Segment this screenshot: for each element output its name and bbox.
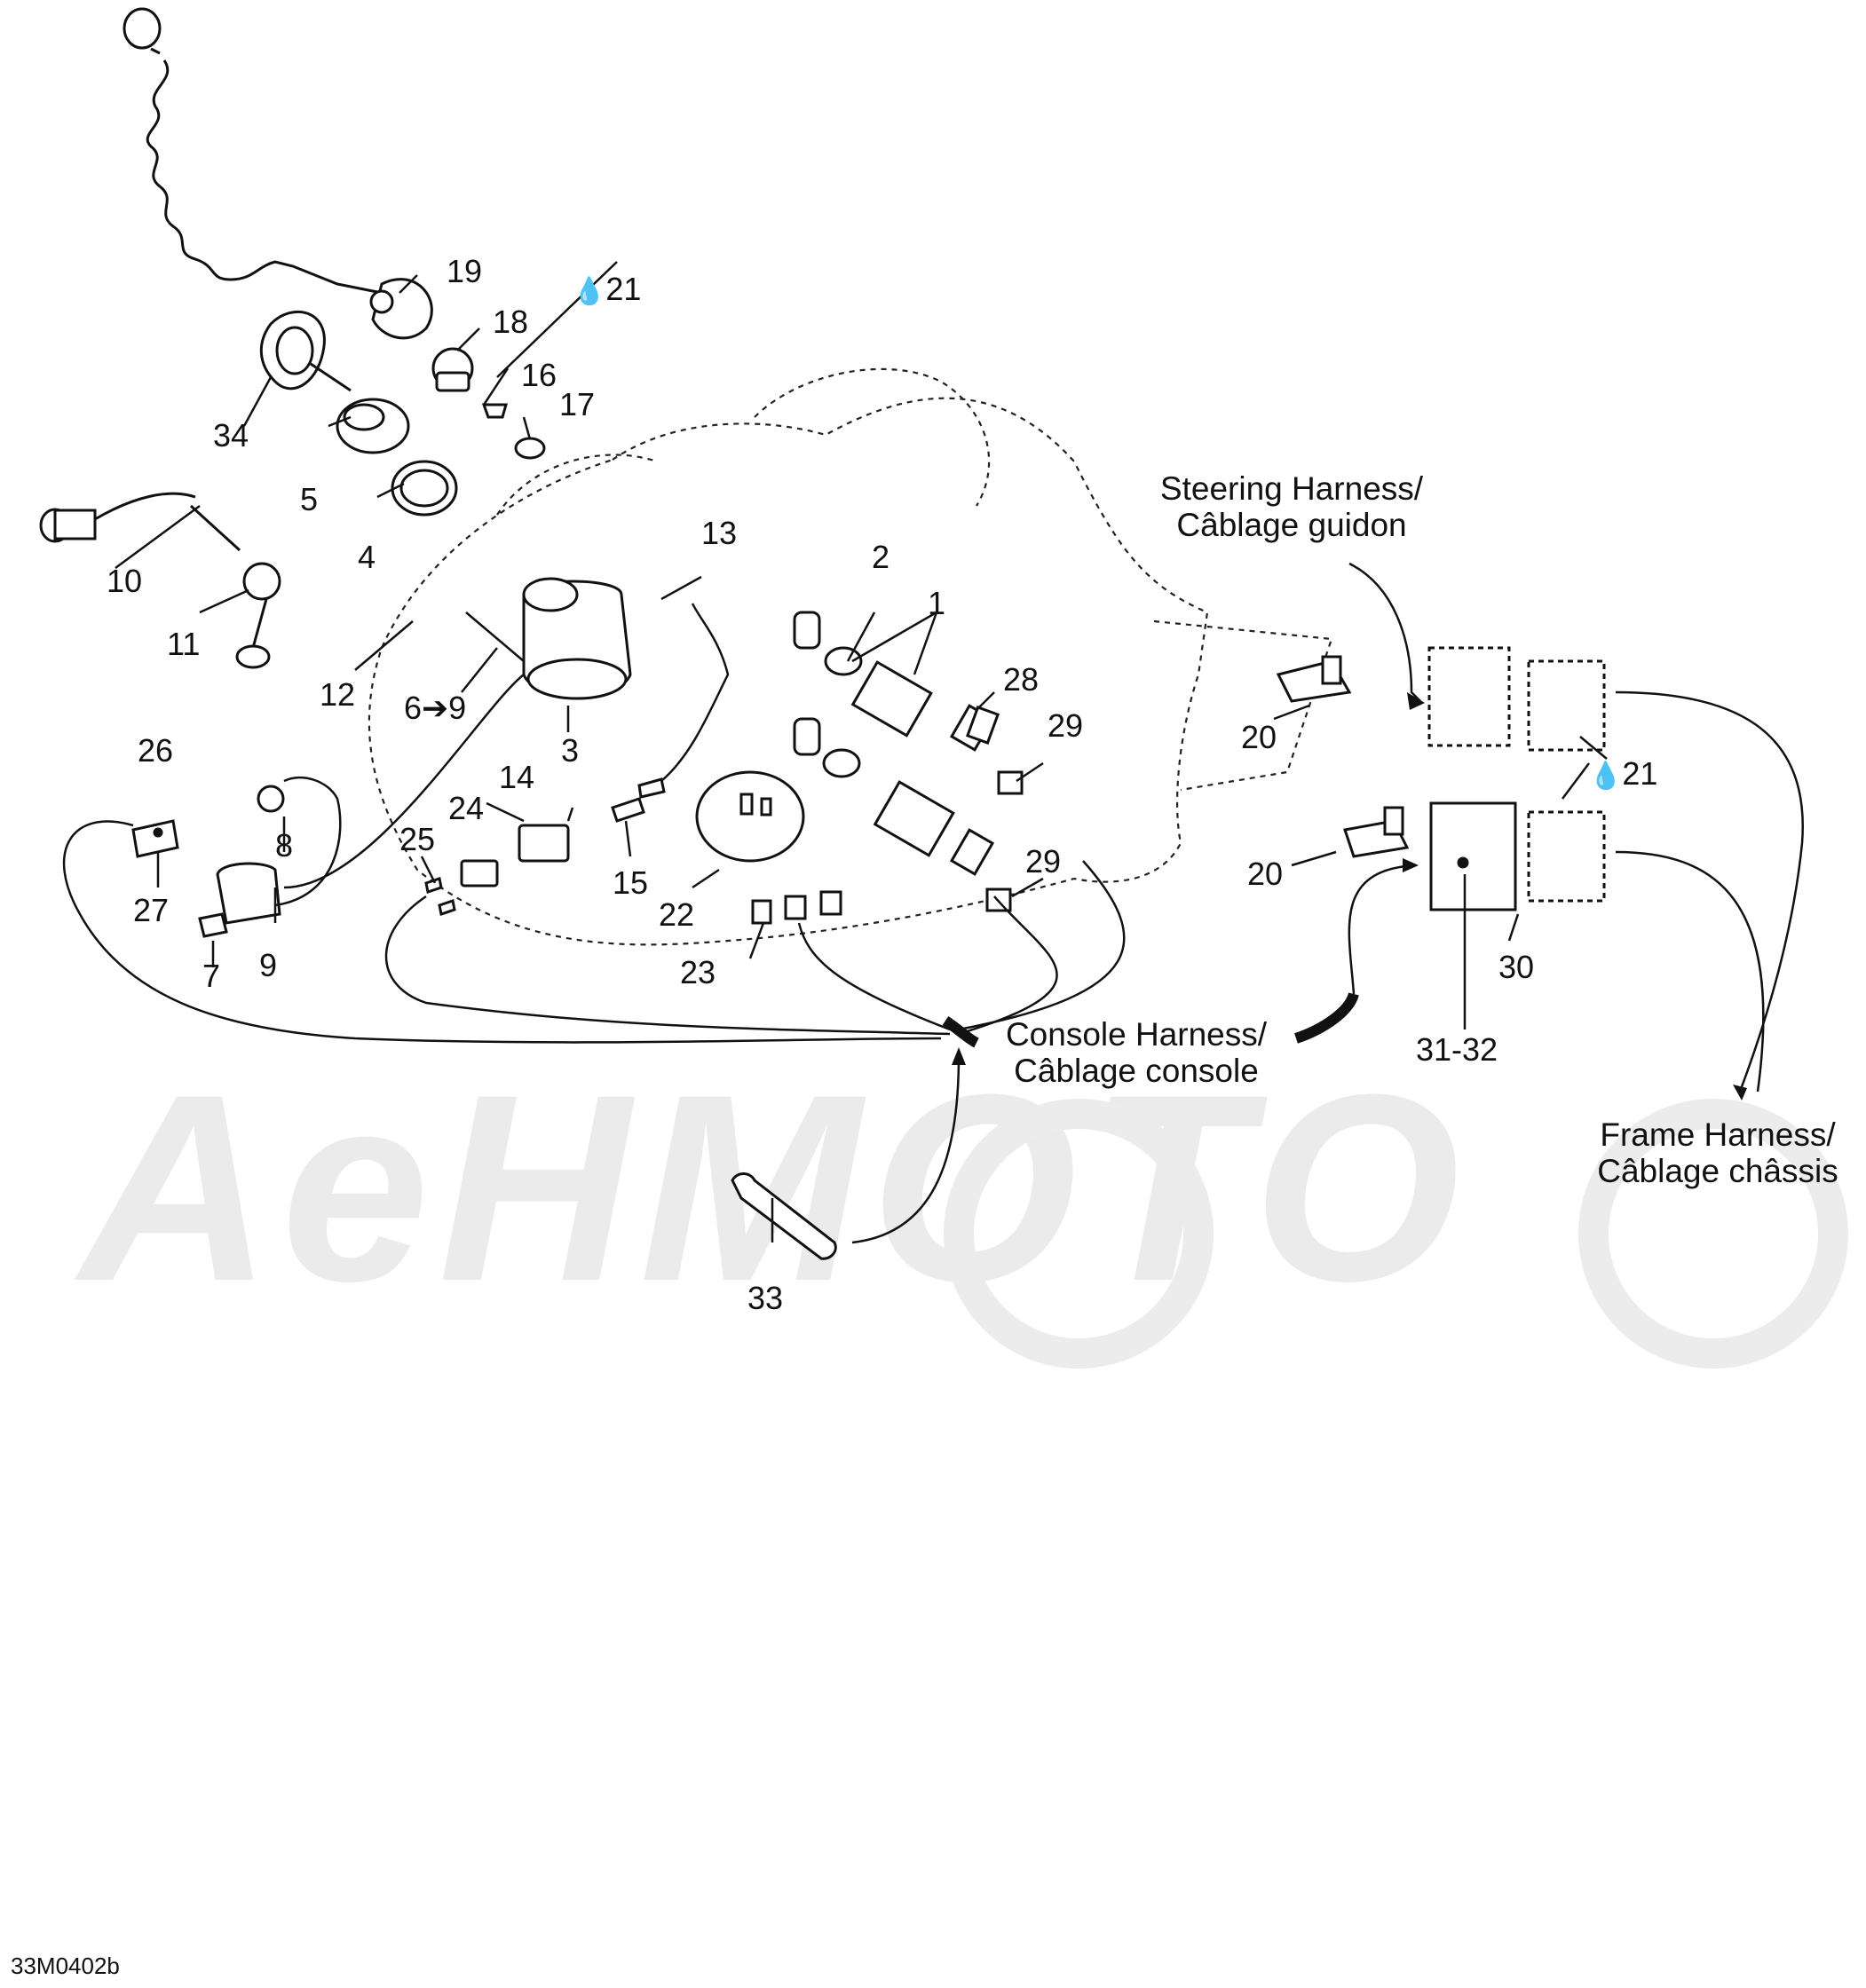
callout-29-upper: 29 [1048, 707, 1084, 744]
callout-24: 24 [448, 790, 485, 826]
direction-arrows [851, 562, 1421, 1244]
steering-harness-line2: Câblage guidon [1176, 507, 1407, 544]
part-1-2-switches [793, 611, 995, 876]
callout-34: 34 [213, 417, 249, 454]
callout-19: 19 [447, 253, 483, 289]
callout-3: 3 [561, 732, 580, 769]
part-16-17-screw-washer [481, 403, 546, 460]
callout-21-upper-number: 21 [605, 271, 642, 307]
frame-harness-line1: Frame Harness/ [1600, 1116, 1836, 1153]
part-10-11-connector-cable [39, 492, 281, 669]
callout-7: 7 [202, 958, 221, 994]
callout-14: 14 [499, 759, 535, 795]
oil-drop-icon: 💧 [573, 277, 606, 306]
callout-25: 25 [399, 821, 436, 857]
part-20-brackets [1276, 655, 1410, 858]
callout-28: 28 [1003, 661, 1040, 698]
part-23-terminals [751, 890, 842, 925]
callout-12: 12 [320, 676, 356, 713]
callout-30: 30 [1498, 949, 1535, 985]
callout-16: 16 [521, 357, 557, 393]
callout-15: 15 [613, 864, 649, 901]
console-to-frame-link [1294, 991, 1359, 1044]
callout-5: 5 [300, 481, 319, 517]
part-7-8-9-26-27 [131, 785, 285, 938]
part-3-key-switch [522, 577, 632, 700]
callout-31-32: 31-32 [1416, 1031, 1498, 1068]
callout-27: 27 [133, 892, 170, 928]
callout-21-upper: 💧21 [573, 273, 641, 305]
figure-code: 33M0402b [11, 1952, 120, 1979]
callout-13: 13 [701, 515, 738, 551]
callout-21-lower: 💧21 [1589, 758, 1657, 790]
arrowheads [952, 692, 1747, 1100]
part-5-nut [336, 398, 410, 454]
callout-2: 2 [872, 539, 890, 575]
console-harness-line1: Console Harness/ [1005, 1016, 1268, 1053]
part-14-15-24-25-connectors [424, 777, 666, 916]
callout-4: 4 [358, 539, 376, 575]
part-4-ring [391, 460, 458, 517]
callout-17: 17 [559, 386, 596, 422]
watermark: AeHMOTO [80, 1038, 1469, 1337]
part-34-bezel [259, 310, 352, 392]
callout-26: 26 [138, 732, 174, 769]
callout-18: 18 [493, 304, 529, 340]
harness-wires [62, 603, 1805, 1093]
callout-9: 9 [259, 947, 278, 983]
callout-23: 23 [680, 954, 716, 990]
callout-8: 8 [275, 827, 294, 864]
console-to-frame-wire [1348, 864, 1417, 995]
callout-6-to-9: 6➔9 [404, 690, 467, 726]
callout-33: 33 [747, 1280, 784, 1316]
watermark-wheel [944, 1099, 1848, 1369]
part-19-lanyard-key [369, 278, 433, 340]
console-harness-bundle [942, 1016, 979, 1048]
part-33-sleeve [731, 1172, 837, 1260]
callout-21-lower-number: 21 [1622, 755, 1658, 792]
callout-29-lower: 29 [1025, 843, 1062, 880]
part-28-29-terminals [965, 705, 1024, 912]
leader-lines [115, 261, 1608, 1242]
callout-1: 1 [928, 585, 946, 621]
steering-harness-line1: Steering Harness/ [1159, 470, 1424, 507]
lanyard-coil [123, 7, 383, 295]
callout-22: 22 [659, 896, 695, 933]
part-18-cap [431, 347, 474, 392]
console-harness-line2: Câblage console [1014, 1053, 1259, 1090]
callout-20-lower: 20 [1247, 856, 1284, 892]
part-22-connector-plug [695, 770, 805, 863]
frame-harness-line2: Câblage châssis [1597, 1153, 1838, 1190]
part-30-31-32-connectors [1427, 646, 1606, 911]
console-harness-label: Console Harness/ Câblage console [968, 1016, 1305, 1090]
callout-20-upper: 20 [1241, 719, 1277, 755]
oil-drop-icon: 💧 [1589, 761, 1623, 791]
steering-harness-label: Steering Harness/ Câblage guidon [1114, 470, 1469, 544]
callout-10: 10 [107, 563, 143, 599]
callout-11: 11 [167, 626, 201, 662]
frame-harness-label: Frame Harness/ Câblage châssis [1571, 1116, 1864, 1190]
